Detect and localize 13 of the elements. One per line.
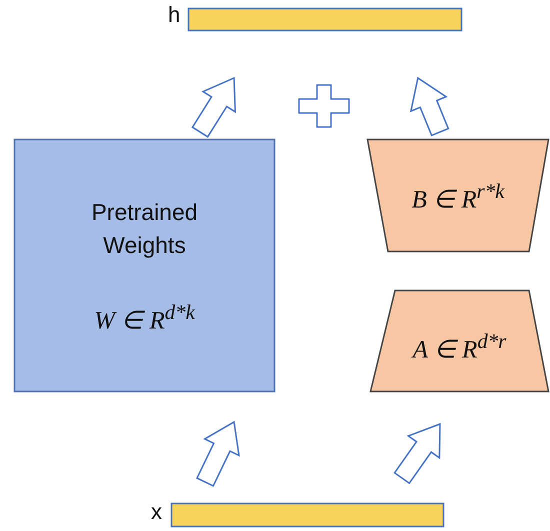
math-formula: W ∈ R$^{d*k}$ — [94, 298, 195, 336]
matrix-trapezoid — [367, 139, 549, 252]
math-formula: B ∈ R$^{r*k}$ — [412, 178, 504, 214]
block-arrow — [394, 422, 441, 484]
math-formula: A ∈ R$^{d*r}$ — [412, 328, 506, 365]
matrix-trapezoid — [370, 290, 549, 392]
block-arrow — [196, 420, 240, 487]
block-arrow — [410, 76, 450, 136]
block-arrow — [191, 76, 236, 138]
variable-label: x — [151, 499, 162, 525]
variable-label: h — [168, 2, 180, 28]
box-title: Pretrained Weights — [90, 198, 199, 260]
weights-box — [14, 139, 275, 392]
